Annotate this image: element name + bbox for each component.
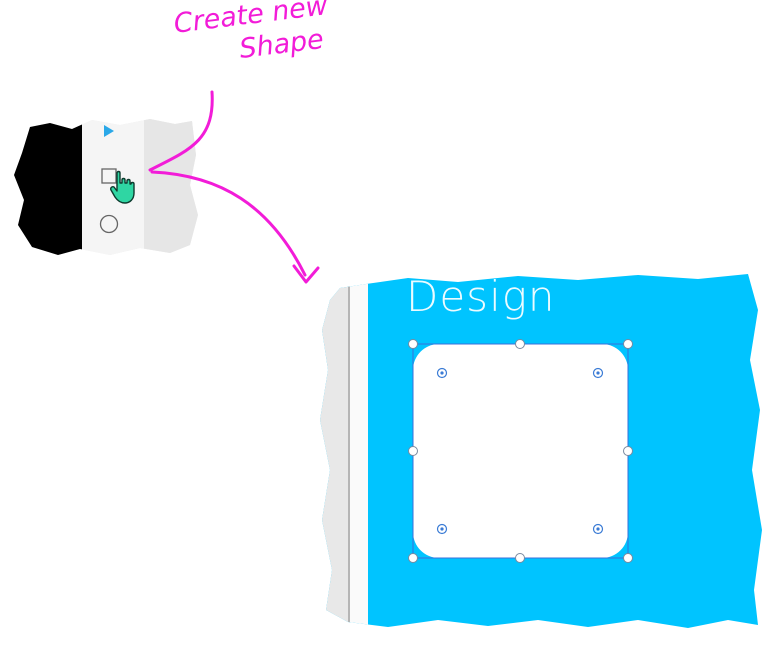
ellipse-tool[interactable] [99, 214, 119, 234]
resize-handles[interactable] [408, 339, 633, 563]
corner-radius-handles[interactable] [436, 367, 604, 535]
arrow-head-icon [292, 264, 320, 284]
annotation-text: Create new Shape [172, 0, 398, 74]
square-icon [101, 168, 117, 184]
canvas-fragment: Design [318, 270, 773, 655]
hand-cursor-icon [110, 170, 135, 204]
toolbar-fragment [10, 115, 200, 260]
canvas-art [320, 274, 762, 628]
circle-icon [99, 214, 119, 234]
toolbar-fragment-art [14, 119, 198, 255]
canvas-title: Design [406, 272, 556, 321]
selected-shape[interactable] [408, 339, 633, 563]
rectangle-tool[interactable] [101, 168, 117, 184]
